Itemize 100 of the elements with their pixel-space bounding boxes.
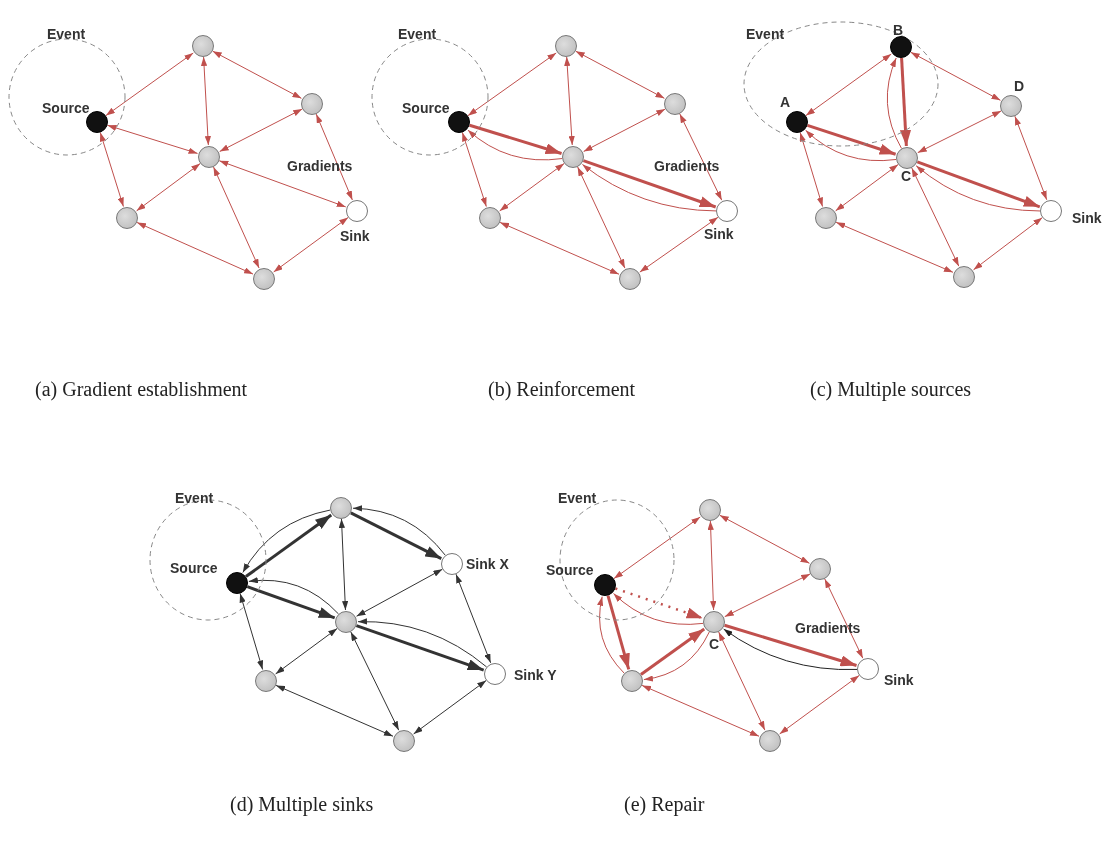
arrow xyxy=(499,163,565,212)
node-label: Sink xyxy=(704,226,734,242)
region-label: Event xyxy=(398,26,437,42)
arrow xyxy=(910,51,1001,101)
arrow xyxy=(357,618,488,668)
source-node xyxy=(786,111,808,133)
arrow xyxy=(718,631,766,731)
panel-caption: (c) Multiple sources xyxy=(810,378,972,401)
region-label: Event xyxy=(558,490,597,506)
node-label: Source xyxy=(42,100,90,116)
sensor-node xyxy=(192,35,214,57)
arrow xyxy=(640,627,706,676)
arrow xyxy=(805,129,897,162)
arrow xyxy=(273,217,349,273)
sensor-node xyxy=(330,497,352,519)
source-node xyxy=(890,36,912,58)
arrow xyxy=(246,585,336,620)
node-label: C xyxy=(709,636,720,652)
node-label: Sink xyxy=(1072,210,1102,226)
node-label: Sink X xyxy=(466,556,509,572)
arrow xyxy=(643,631,710,682)
sink-node xyxy=(716,200,738,222)
sink-node xyxy=(1040,200,1062,222)
arrow xyxy=(136,221,254,275)
arrow xyxy=(899,57,912,147)
arrow xyxy=(606,595,631,670)
sink-node xyxy=(346,200,368,222)
sensor-node xyxy=(116,207,138,229)
panel-caption: (b) Reinforcement xyxy=(488,378,636,401)
node-label: Sink xyxy=(884,672,914,688)
arrow xyxy=(724,573,811,618)
sensor-node xyxy=(664,93,686,115)
arrow xyxy=(1014,115,1048,201)
node-label: Source xyxy=(546,562,594,578)
sensor-node xyxy=(562,146,584,168)
node-label: Sink Y xyxy=(514,667,557,683)
edge-label: Gradients xyxy=(654,158,720,174)
arrow xyxy=(575,50,665,99)
source-node xyxy=(594,574,616,596)
source-node xyxy=(86,111,108,133)
arrow xyxy=(212,50,302,99)
region-label: Event xyxy=(47,26,86,42)
sensor-node xyxy=(301,93,323,115)
arrow xyxy=(597,596,625,674)
arrow xyxy=(917,110,1002,154)
arrow xyxy=(583,108,666,152)
region-label: Event xyxy=(175,490,214,506)
arrow xyxy=(911,167,960,267)
arrow xyxy=(973,217,1043,271)
sensor-node xyxy=(555,35,577,57)
source-node xyxy=(226,572,248,594)
panel-caption: (d) Multiple sinks xyxy=(230,793,374,816)
sensor-node xyxy=(1000,95,1022,117)
sensor-node xyxy=(393,730,415,752)
arrow xyxy=(679,113,723,201)
arrow xyxy=(275,628,338,675)
sensor-node xyxy=(255,670,277,692)
sensor-node xyxy=(253,268,275,290)
sensor-node xyxy=(809,558,831,580)
arrow xyxy=(219,108,303,152)
sensor-node xyxy=(619,268,641,290)
arrow xyxy=(315,113,353,201)
arrow xyxy=(719,514,810,564)
source-node xyxy=(448,111,470,133)
arrow xyxy=(461,131,487,208)
sink-node xyxy=(484,663,506,685)
sensor-node xyxy=(896,147,918,169)
sensor-node xyxy=(759,730,781,752)
arrow xyxy=(350,511,442,560)
arrow xyxy=(467,129,563,161)
arrow xyxy=(218,160,347,208)
edge-label: Gradients xyxy=(795,619,861,636)
sensor-node xyxy=(953,266,975,288)
arrow xyxy=(639,216,719,273)
node-label: Source xyxy=(402,100,450,116)
arrow xyxy=(805,53,892,117)
sensor-node xyxy=(699,499,721,521)
arrow xyxy=(239,593,264,670)
node-label: C xyxy=(901,168,912,184)
arrow xyxy=(356,568,443,617)
edge-label: Gradients xyxy=(287,158,353,174)
arrow xyxy=(352,505,446,556)
sensor-node xyxy=(479,207,501,229)
arrow xyxy=(641,684,760,737)
node-label: A xyxy=(780,94,791,110)
arrow xyxy=(275,684,394,737)
arrow xyxy=(467,52,557,117)
sensor-node xyxy=(621,670,643,692)
sink-node xyxy=(857,658,879,680)
arrow xyxy=(613,516,701,580)
arrow xyxy=(107,124,199,154)
arrow xyxy=(564,56,575,146)
sensor-node xyxy=(335,611,357,633)
arrow xyxy=(779,675,860,735)
arrow xyxy=(350,631,400,731)
arrow xyxy=(413,680,487,735)
arrow xyxy=(707,520,717,611)
sink-node xyxy=(441,553,463,575)
arrow xyxy=(824,578,864,659)
region-label: Event xyxy=(746,26,785,42)
